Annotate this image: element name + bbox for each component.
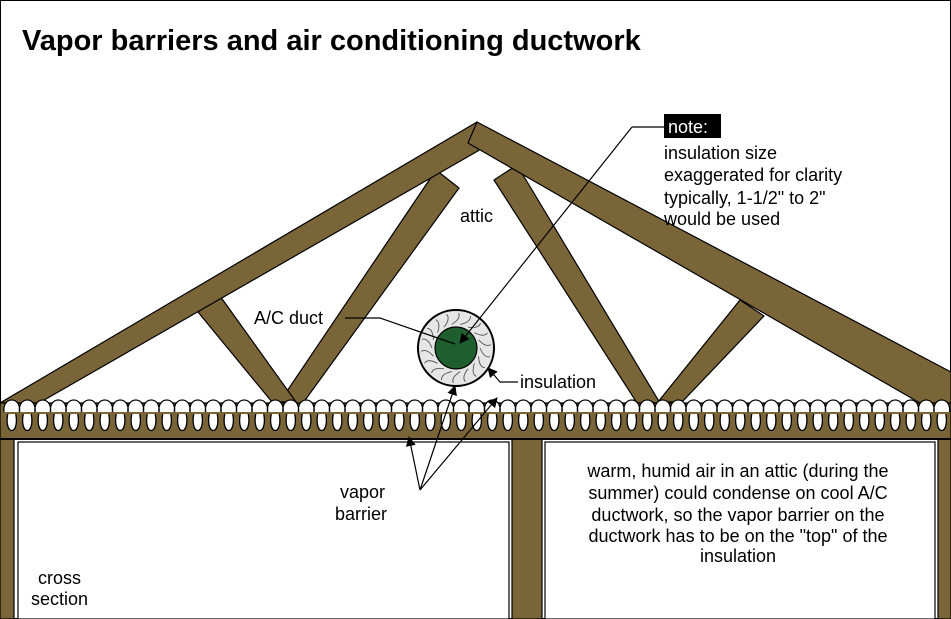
attic-label: attic xyxy=(460,206,493,226)
explanation-line-4: ductwork has to be on the "top" of the xyxy=(589,526,888,546)
wall-stud-center xyxy=(511,438,543,619)
note-line-3: typically, 1-1/2" to 2" xyxy=(664,188,826,208)
insulation-leader xyxy=(487,367,518,383)
explanation-line-2: summer) could condense on cool A/C xyxy=(588,483,887,503)
explanation-line-5: insulation xyxy=(700,546,776,566)
ac-duct-leader xyxy=(345,317,456,345)
ceiling-insulation xyxy=(3,399,951,432)
diagram-title: Vapor barriers and air conditioning duct… xyxy=(22,25,642,57)
wall-stud-left xyxy=(0,438,15,619)
insulated-duct xyxy=(417,309,495,387)
room-right xyxy=(544,441,936,619)
ac-duct-label: A/C duct xyxy=(254,308,323,328)
vapor-barrier-leader-duct xyxy=(419,385,457,491)
cross-section-label-line-1: cross xyxy=(38,568,81,588)
insulation-fiber-strokes xyxy=(420,312,492,384)
explanation-line-1: warm, humid air in an attic (during the xyxy=(586,461,888,481)
note-leader xyxy=(459,126,633,344)
vapor-barrier-label-line-2: barrier xyxy=(335,504,387,524)
cross-section-label-line-2: section xyxy=(31,589,88,609)
note-tag-background xyxy=(664,114,721,138)
vapor-barrier-leader-ceiling xyxy=(419,397,498,491)
duct-insulation-fibers xyxy=(420,312,492,384)
insulation-loops xyxy=(3,399,951,432)
note-line-4: would be used xyxy=(663,209,780,229)
explanation-line-3: ductwork, so the vapor barrier on the xyxy=(591,505,884,525)
vapor-barrier-leader-joist xyxy=(405,436,421,491)
wall-stud-right xyxy=(937,438,951,619)
note-line-1: insulation size xyxy=(664,143,777,163)
note-line-2: exaggerated for clarity xyxy=(664,165,842,185)
note-tag: note: xyxy=(668,117,708,137)
ac-duct xyxy=(434,326,478,370)
vapor-barrier-label-line-1: vapor xyxy=(340,482,385,502)
insulation-label: insulation xyxy=(520,372,596,392)
room-left xyxy=(17,441,510,619)
